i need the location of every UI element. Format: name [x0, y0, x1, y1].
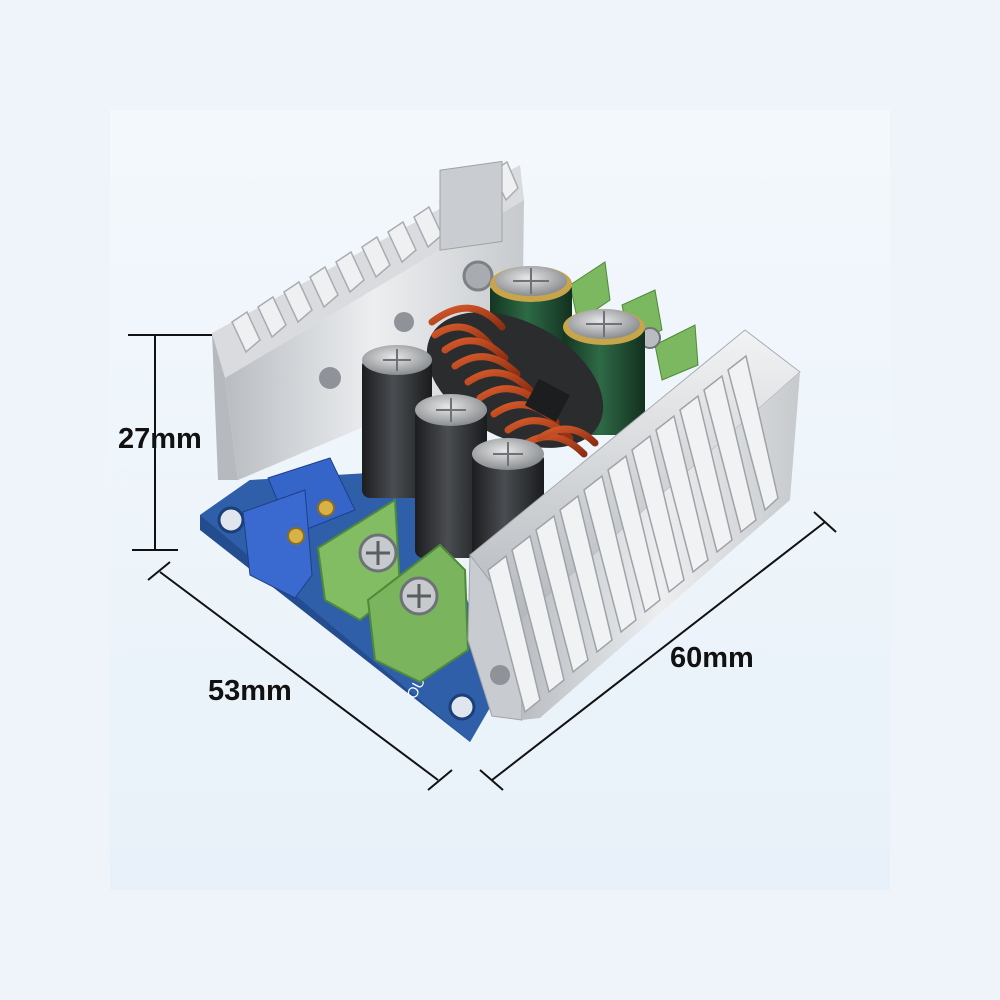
mounting-screw	[462, 260, 494, 292]
width-tick-right	[427, 769, 453, 791]
left-heatsink	[212, 160, 524, 480]
length-label: 60mm	[670, 642, 754, 674]
trimmer-potentiometers	[242, 457, 356, 599]
mounting-hole	[217, 506, 245, 534]
mounting-hole	[448, 693, 476, 721]
capacitor-black-2	[415, 394, 487, 558]
dimension-lines	[128, 334, 837, 791]
heatsink-hole	[394, 312, 414, 332]
heatsink-hole	[319, 367, 341, 389]
capacitor-black-1	[362, 345, 432, 498]
length-tick-left	[479, 769, 504, 791]
output-terminal-block	[316, 498, 470, 684]
length-tick-right	[813, 511, 837, 533]
length-dimension-line	[491, 521, 826, 781]
right-heatsink	[467, 329, 801, 721]
width-dimension-line	[159, 571, 439, 781]
width-label: 53mm	[208, 675, 292, 707]
height-label: 27mm	[118, 423, 202, 455]
mosfet-tab	[439, 160, 503, 251]
heatsink-hole	[490, 665, 510, 685]
width-tick-left	[147, 561, 171, 581]
